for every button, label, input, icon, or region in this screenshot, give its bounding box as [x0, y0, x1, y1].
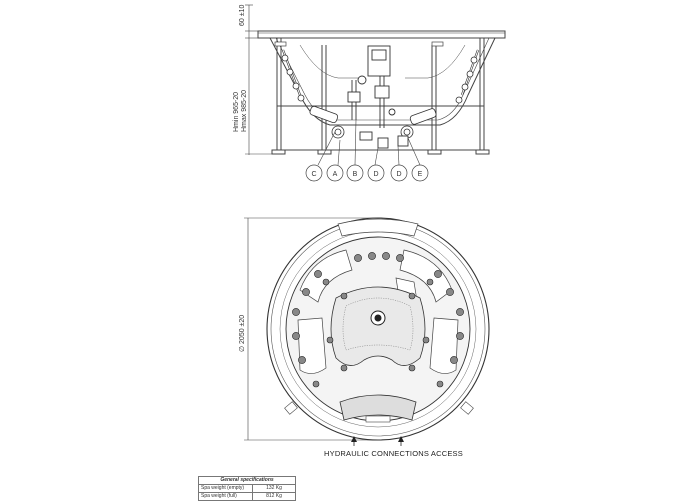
callout-leaders [317, 119, 421, 166]
central-drain [370, 310, 386, 326]
spa-shell [269, 37, 496, 126]
svg-text:A: A [333, 171, 338, 178]
callout-d-1: D [367, 164, 385, 182]
dim-diameter-label: ∅ 2050 ±20 [239, 315, 246, 352]
table-row: Spa weight (full) 812 Kg [198, 492, 296, 501]
spa-rim [257, 30, 506, 39]
svg-text:C: C [311, 171, 316, 178]
headrest-ledge [337, 218, 419, 237]
svg-text:E: E [418, 171, 423, 178]
spec-value: 132 Kg [252, 484, 296, 493]
dim-hmin-label: Hmin 965-20 [233, 92, 240, 132]
callout-d-2: D [390, 164, 408, 182]
specs-table: General specifications Spa weight (empty… [198, 476, 296, 501]
svg-text:D: D [373, 171, 378, 178]
plan-view: ∅ 2050 ±20 [239, 217, 490, 441]
callout-c: C [305, 164, 323, 182]
specs-header-row: General specifications [198, 476, 296, 485]
spec-value: 812 Kg [252, 492, 296, 501]
spec-label: Spa weight (full) [198, 492, 253, 501]
dim-top-label: 60 ±10 [239, 5, 246, 26]
table-row: Spa weight (empty) 132 Kg [198, 484, 296, 493]
callout-b: B [346, 164, 364, 182]
dim-hmax-label: Hmax 985-20 [241, 90, 248, 132]
side-dimensions [245, 4, 272, 155]
arrow-up-icon [351, 436, 357, 442]
hydro-jets [292, 252, 464, 388]
callout-a: A [326, 164, 344, 182]
entry-step [339, 394, 417, 421]
central-column [347, 45, 409, 149]
arrow-up-icon [398, 436, 404, 442]
piping-left [281, 49, 345, 139]
spec-label: Spa weight (empty) [198, 484, 253, 493]
callout-e: E [411, 164, 429, 182]
side-elevation-view: C A B D D E 60 ±10 Hmi [233, 4, 506, 182]
svg-text:D: D [396, 171, 401, 178]
specs-title: General specifications [198, 476, 296, 485]
svg-text:B: B [353, 171, 358, 178]
hydraulic-arrows [351, 436, 404, 446]
hydraulic-connections-label: HYDRAULIC CONNECTIONS ACCESS [324, 449, 463, 458]
